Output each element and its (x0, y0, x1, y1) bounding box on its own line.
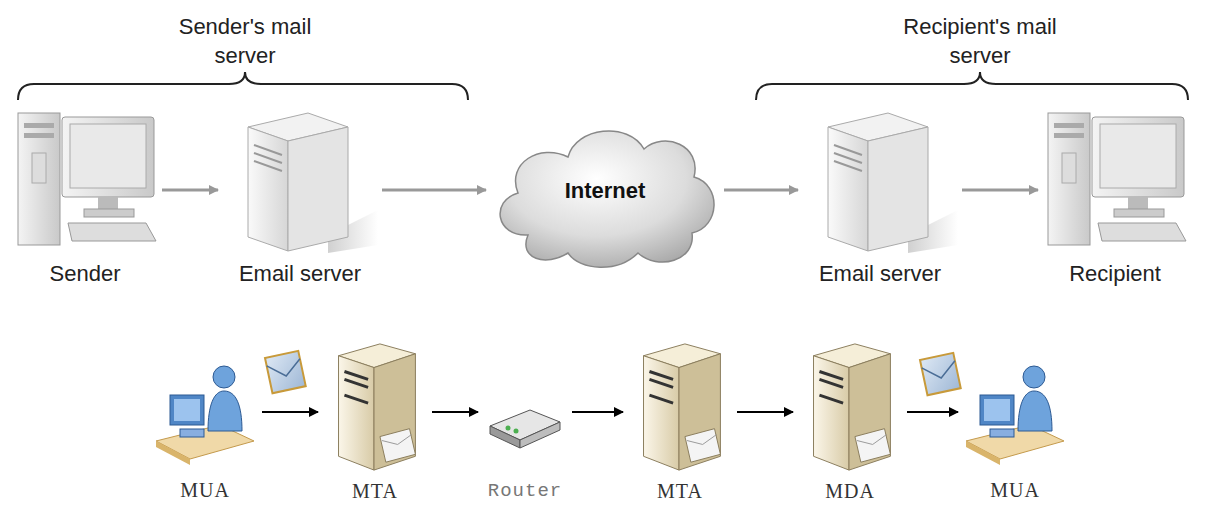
network-device: Recipient (1040, 105, 1190, 305)
network-device: Router (480, 378, 570, 510)
flow-arrow (907, 411, 958, 413)
node-label: Router (488, 480, 562, 502)
server-icon (220, 105, 380, 255)
flow-arrow (262, 411, 318, 413)
envelope-icon (920, 353, 961, 395)
tower-icon (795, 338, 905, 476)
node-label: MUA (180, 479, 230, 502)
flow-arrow (962, 189, 1038, 192)
node-label: Email server (239, 261, 361, 287)
network-device: Email server (220, 105, 380, 305)
pc-icon (10, 105, 160, 255)
node-label: MTA (657, 480, 703, 503)
flow-arrow (572, 411, 623, 413)
node-label: MDA (825, 480, 875, 503)
network-device: MTA (320, 338, 430, 510)
node-label: Internet (565, 178, 646, 204)
node-label: Recipient (1069, 261, 1161, 287)
sender-bracket (18, 72, 468, 100)
envelope-icon (265, 351, 306, 393)
flow-arrow (724, 189, 798, 192)
router-icon (480, 378, 570, 476)
pc-icon (1040, 105, 1190, 255)
node-label: Sender (50, 261, 121, 287)
recipient-bracket (756, 72, 1188, 100)
flow-arrow (432, 411, 478, 413)
flow-arrow (382, 189, 486, 192)
network-cloud: Internet (488, 115, 722, 273)
network-device: MUA (960, 345, 1070, 510)
network-device: Email server (800, 105, 960, 305)
group-label: Sender's mail server (170, 12, 320, 70)
network-device: Sender (10, 105, 160, 305)
node-label: MUA (990, 479, 1040, 502)
group-label: Recipient's mail server (870, 12, 1090, 70)
flow-arrow (162, 189, 218, 192)
server-icon (800, 105, 960, 255)
person-icon (960, 345, 1070, 475)
tower-icon (625, 338, 735, 476)
person-icon (150, 345, 260, 475)
node-label: MTA (352, 480, 398, 503)
network-device: MDA (795, 338, 905, 510)
flow-arrow (737, 411, 793, 413)
network-device: MTA (625, 338, 735, 510)
tower-icon (320, 338, 430, 476)
network-device: MUA (150, 345, 260, 510)
node-label: Email server (819, 261, 941, 287)
